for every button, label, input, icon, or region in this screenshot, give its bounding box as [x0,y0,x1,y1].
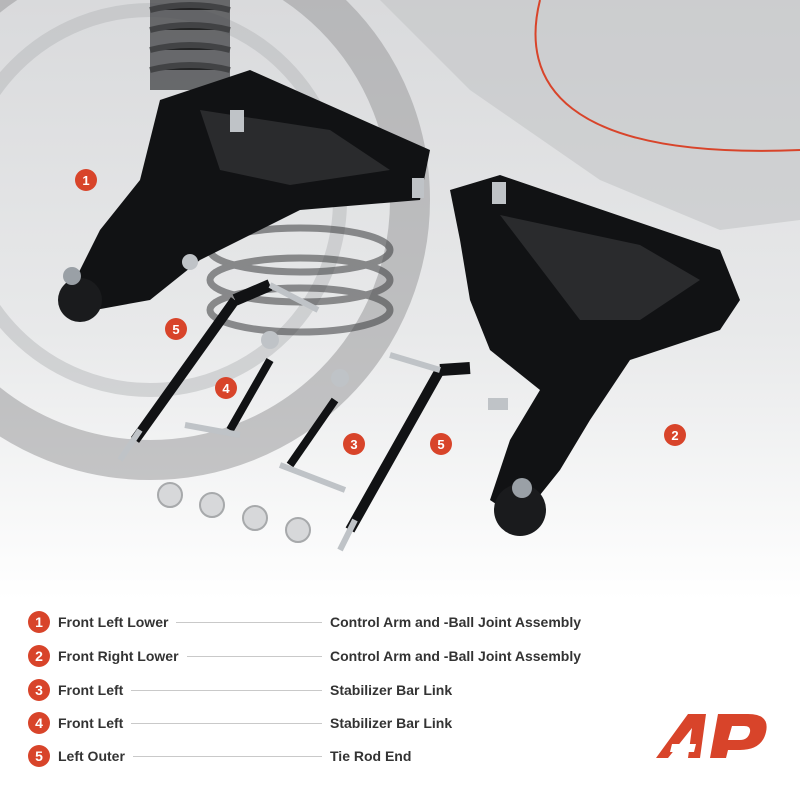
parts-illustration [0,0,800,552]
legend-right-text: Control Arm and -Ball Joint Assembly [330,648,581,664]
leader-line [186,655,322,657]
legend-badge: 1 [28,611,50,633]
legend-badge: 5 [28,745,50,767]
control-arm-left [58,70,430,322]
legend-badge: 3 [28,679,50,701]
legend-row: 2 Front Right Lower Control Arm and -Bal… [28,644,588,668]
coil-spring-shape [149,2,231,73]
callout-2: 2 [664,424,686,446]
subframe-shape [380,0,800,230]
leader-line [131,689,322,691]
legend-row: 1 Front Left Lower Control Arm and -Ball… [28,610,588,634]
callout-5-left: 5 [165,318,187,340]
leader-line [131,722,322,724]
legend-right-text: Control Arm and -Ball Joint Assembly [330,614,581,630]
legend-row: 3 Front Left Stabilizer Bar Link [28,678,588,702]
legend-row: 5 Left Outer Tie Rod End [28,744,588,768]
legend-left-text: Front Left [58,715,124,731]
tie-rod-end-right [337,352,471,552]
tie-rod-end-left [117,279,320,462]
legend-right-text: Stabilizer Bar Link [330,715,453,731]
legend-badge: 4 [28,712,50,734]
brake-line-shape [534,0,800,152]
leader-line [132,755,322,757]
legend-right-text: Tie Rod End [330,748,412,764]
legend-left-text: Front Left Lower [58,614,169,630]
legend-row: 4 Front Left Stabilizer Bar Link [28,711,588,735]
product-photo: 1 2 3 4 5 5 [0,0,800,600]
callout-3: 3 [343,433,365,455]
stabilizer-link-3 [278,369,349,493]
stabilizer-link-4 [184,331,279,438]
leader-line [176,621,322,623]
washers [157,482,311,543]
legend-left-text: Left Outer [58,748,125,764]
control-arm-right [450,175,740,536]
legend-right-text: Stabilizer Bar Link [330,682,453,698]
legend-badge: 2 [28,645,50,667]
a-premium-logo-icon [656,714,767,758]
callout-1: 1 [75,169,97,191]
legend-left-text: Front Left [58,682,124,698]
callout-5-right: 5 [430,433,452,455]
callout-4: 4 [215,377,237,399]
legend-left-text: Front Right Lower [58,648,179,664]
